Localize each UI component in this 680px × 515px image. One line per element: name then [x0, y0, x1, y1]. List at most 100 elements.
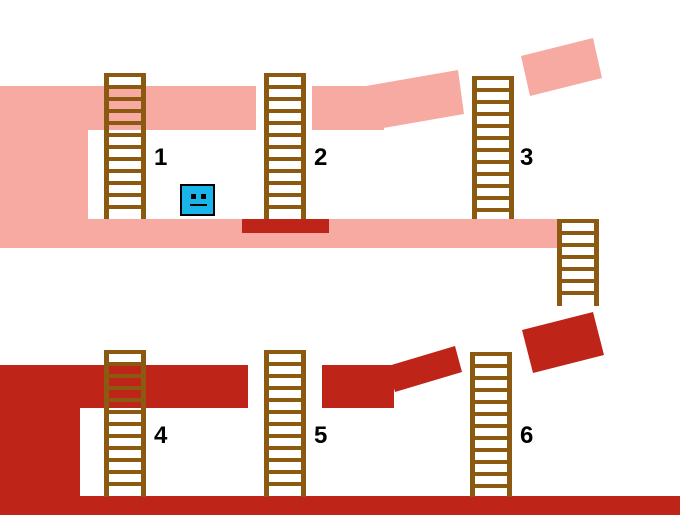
ladders-layer [104, 73, 599, 497]
ladder-rung [104, 85, 146, 89]
upper-floating-block [521, 38, 602, 96]
ladder-rung [470, 400, 512, 404]
ladder-rung [264, 362, 306, 366]
ladder-rung [472, 100, 514, 104]
lower-top-beam-middle [322, 365, 394, 408]
lower-level [0, 312, 680, 515]
ladder-label-4: 4 [154, 422, 168, 449]
ladder-rung [472, 124, 514, 128]
ladder-rung [104, 470, 146, 474]
ladder-5[interactable] [264, 350, 306, 497]
ladder-rung [472, 148, 514, 152]
ladder-rung [470, 472, 512, 476]
ladder-rung [104, 482, 146, 486]
ladder-rung [104, 205, 146, 209]
ladder-rung [472, 184, 514, 188]
ladder-rung [104, 446, 146, 450]
ladder-1[interactable] [104, 73, 146, 219]
ladder-rung [104, 121, 146, 125]
ladder-rung [470, 424, 512, 428]
ladder-rung [557, 219, 599, 223]
ladder-rung [470, 364, 512, 368]
ladder-rung [557, 231, 599, 235]
ladder-rung [470, 388, 512, 392]
ladder-rung [472, 112, 514, 116]
ladder-rung [472, 136, 514, 140]
ladder-label-6: 6 [520, 422, 534, 449]
ladder-rung [104, 145, 146, 149]
ladder-rung [264, 374, 306, 378]
ladder-rung [470, 376, 512, 380]
ladder-rung [472, 196, 514, 200]
ladder-rung [472, 76, 514, 80]
ladder-rung [264, 85, 306, 89]
ladder-rung [264, 97, 306, 101]
ladder-rung [470, 460, 512, 464]
ladder-rung [557, 255, 599, 259]
ladder-rung [104, 73, 146, 77]
ladder-rung [264, 133, 306, 137]
ladder-rung [264, 181, 306, 185]
ladder-rung [470, 484, 512, 488]
ladder-right-edge[interactable] [557, 219, 599, 306]
lower-floor [80, 496, 680, 515]
ladder-3[interactable] [472, 76, 514, 219]
ladder-2[interactable] [264, 73, 306, 219]
ladder-rung [264, 470, 306, 474]
ladder-rung [472, 88, 514, 92]
ladder-rung [264, 350, 306, 354]
ladder-label-1: 1 [154, 144, 168, 171]
ladder-rung [104, 109, 146, 113]
ladder-rung [104, 133, 146, 137]
ladder-rung [104, 374, 146, 378]
player-mouth [190, 204, 207, 206]
ladder-rung [264, 145, 306, 149]
ladder-label-3: 3 [520, 144, 534, 171]
ladder-rung [264, 386, 306, 390]
ladder-rung [557, 267, 599, 271]
ladder-rung [264, 422, 306, 426]
ladder-label-2: 2 [314, 144, 328, 171]
ladder-rung [264, 458, 306, 462]
ladder-rung [104, 386, 146, 390]
ladder-rung [264, 193, 306, 197]
ladder-6[interactable] [470, 352, 512, 497]
ladder-rung [104, 181, 146, 185]
ladder-4[interactable] [104, 350, 146, 497]
ladder-label-5: 5 [314, 422, 328, 449]
ladder-rail-left [557, 219, 562, 306]
ladder-rung [472, 208, 514, 212]
ladder-rung [104, 169, 146, 173]
pressure-plate [242, 219, 329, 233]
lower-tilted-beam [388, 346, 462, 392]
ladder-rail-left [472, 76, 477, 219]
ladder-rung [264, 482, 306, 486]
ladder-rung [104, 362, 146, 366]
ladder-rung [557, 243, 599, 247]
ladder-rung [104, 97, 146, 101]
ladder-rung [104, 410, 146, 414]
ladder-rung [264, 205, 306, 209]
ladder-rung [470, 436, 512, 440]
ladder-rung [557, 291, 599, 295]
ladder-rung [264, 446, 306, 450]
ladder-rail-right [509, 76, 514, 219]
ladder-rung [264, 434, 306, 438]
upper-level [0, 38, 602, 248]
ladder-rung [470, 448, 512, 452]
ladder-rung [472, 172, 514, 176]
ladder-rung [470, 352, 512, 356]
ladder-rung [557, 279, 599, 283]
ladder-rung [472, 160, 514, 164]
ladder-rung [264, 121, 306, 125]
ladder-rail-right [594, 219, 599, 306]
ladder-rung [104, 398, 146, 402]
ladder-rung [104, 434, 146, 438]
ladder-rung [264, 157, 306, 161]
ladder-rung [104, 458, 146, 462]
ladder-rung [264, 73, 306, 77]
lower-floating-block [522, 312, 604, 373]
player-character-icon[interactable] [180, 184, 215, 216]
